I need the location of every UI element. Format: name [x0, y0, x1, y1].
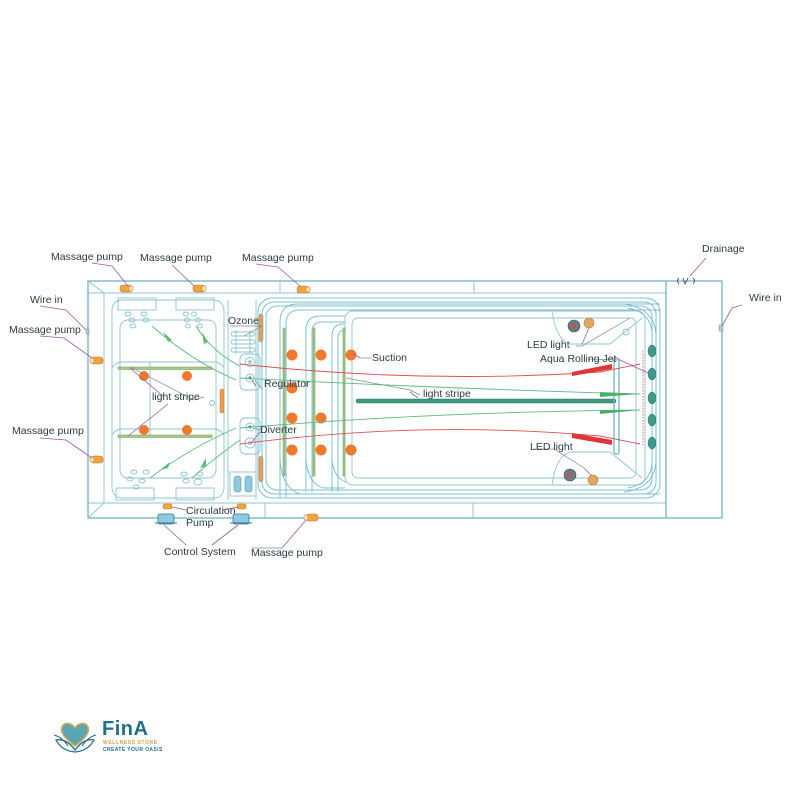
wire-in-left-connector	[85, 328, 90, 335]
wire-in-right-connector	[718, 324, 724, 332]
brand-tagline-store: WELLNESS STORE	[103, 740, 158, 746]
callout-labels: Massage pump Massage pump Massage pump W…	[9, 243, 782, 559]
label-wire-in-right: Wire in	[749, 292, 782, 304]
regulator-knob-top	[245, 357, 255, 367]
led-light-top	[583, 317, 595, 329]
label-light-stripe-pool: light stripe	[423, 388, 471, 400]
drainage-valve	[677, 277, 695, 286]
aqua-rolling-jets	[647, 344, 657, 450]
label-diverter: Diverter	[260, 424, 297, 436]
label-massage-pump-top-3: Massage pump	[242, 252, 314, 264]
label-light-stripe-seat: light stripe	[152, 391, 200, 403]
seat-jets-top	[124, 311, 203, 329]
label-regulator: Regulator	[264, 378, 310, 390]
pool-light-stripe	[355, 398, 617, 404]
massage-pump-top-2	[192, 284, 207, 293]
seat-jets-bottom	[126, 469, 204, 490]
label-led-light-top: LED light	[527, 339, 570, 351]
swim-pool	[239, 297, 661, 499]
massage-pump-top-1	[119, 284, 134, 293]
label-ozone: Ozone	[228, 315, 259, 327]
seat-jet	[182, 371, 192, 381]
massage-pump-left-2	[89, 455, 104, 464]
label-wire-in-left: Wire in	[30, 294, 63, 306]
brand-name: FinA	[102, 718, 149, 740]
massage-pumps	[89, 284, 319, 522]
ozone-generator	[230, 330, 256, 354]
label-massage-pump-top-1: Massage pump	[51, 251, 123, 263]
leader-lines	[39, 257, 743, 549]
label-circulation-pump-line2: Pump	[186, 517, 214, 529]
label-aqua-rolling-jet: Aqua Rolling Jet	[540, 353, 617, 365]
brand-logo: FinA WELLNESS STORE CREATE YOUR OASIS	[52, 718, 162, 754]
seat-jet	[139, 425, 149, 435]
heart-lotus-icon	[53, 722, 97, 753]
label-circulation-pump-line1: Circulation	[186, 505, 236, 517]
label-led-light-bottom: LED light	[530, 441, 573, 453]
seat-jet	[182, 425, 192, 435]
suction-jets	[286, 349, 357, 456]
label-control-system: Control System	[164, 546, 236, 558]
label-massage-pump-left-1: Massage pump	[9, 324, 81, 336]
massage-pump-bottom	[303, 513, 319, 522]
return-flow-bottom	[239, 429, 641, 445]
control-systems	[155, 513, 252, 525]
circulation-pumps	[162, 503, 247, 510]
seating-area	[111, 297, 241, 501]
seat-light-stripe-bottom	[117, 434, 213, 438]
label-massage-pump-top-2: Massage pump	[140, 252, 212, 264]
led-light-bottom	[587, 474, 599, 486]
outer-cabinet-frame	[87, 280, 723, 519]
label-massage-pump-left-2: Massage pump	[12, 425, 84, 437]
label-massage-pump-bottom: Massage pump	[251, 547, 323, 559]
return-flow-top	[239, 363, 641, 377]
massage-pump-top-3	[296, 285, 311, 294]
massage-pump-left-1	[89, 356, 104, 365]
label-suction: Suction	[372, 352, 407, 364]
label-drainage: Drainage	[702, 243, 745, 255]
brand-tagline-oasis: CREATE YOUR OASIS	[103, 747, 163, 753]
seat-jet	[139, 371, 149, 381]
